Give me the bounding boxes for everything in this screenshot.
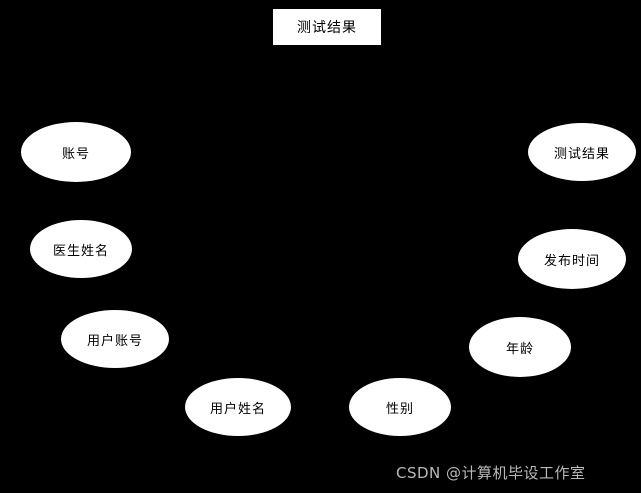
attribute-node-age: 年龄 <box>468 316 572 378</box>
attribute-node-publish-time: 发布时间 <box>517 228 627 290</box>
attribute-node-label: 医生姓名 <box>52 243 109 259</box>
attribute-node-label: 发布时间 <box>543 253 600 269</box>
attribute-node-doctor-name: 医生姓名 <box>29 219 133 279</box>
attribute-node-label: 年龄 <box>505 341 534 357</box>
entity-node-label: 测试结果 <box>297 20 357 36</box>
attribute-node-account: 账号 <box>20 121 132 183</box>
watermark-text: CSDN @计算机毕设工作室 <box>396 464 586 482</box>
attribute-node-test-result: 测试结果 <box>527 122 637 182</box>
attribute-node-user-name: 用户姓名 <box>184 377 292 437</box>
attribute-node-gender: 性别 <box>348 377 452 437</box>
attribute-node-label: 性别 <box>385 401 414 417</box>
attribute-node-label: 账号 <box>61 146 90 162</box>
entity-node-test-result: 测试结果 <box>272 8 382 46</box>
attribute-node-label: 测试结果 <box>553 146 610 162</box>
attribute-node-user-account: 用户账号 <box>60 309 170 369</box>
attribute-node-label: 用户姓名 <box>209 401 266 417</box>
attribute-node-label: 用户账号 <box>86 333 143 349</box>
